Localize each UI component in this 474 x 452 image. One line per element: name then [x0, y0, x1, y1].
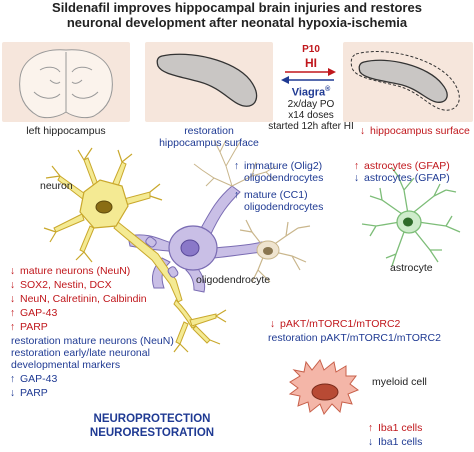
myeloid-cell-icon [288, 359, 360, 415]
neuron-restoration: restoration mature neurons (NeuN) restor… [8, 335, 174, 371]
hippocampus-surface-text: hippocampus surface [370, 125, 470, 137]
neuron-markers: ↓ mature neurons (NeuN) ↓ SOX2, Nestin, … [8, 265, 174, 399]
title-line-2: neuronal development after neonatal hypo… [66, 15, 408, 30]
down-arrow-icon: ↓ [353, 172, 360, 184]
dose-line-2: x14 doses [288, 110, 334, 121]
down-arrow-icon: ↓ [359, 125, 366, 137]
glial-process-icon [193, 139, 277, 187]
myeloid-cell-label: myeloid cell [372, 376, 427, 388]
down-arrow-icon: ↓ [9, 387, 16, 399]
p10-label: P10 [302, 44, 320, 55]
oligodendrocyte-mature-icon [239, 219, 311, 283]
neuron-restoration-line-1: restoration mature neurons (NeuN) [11, 335, 174, 347]
treatment-arrow [281, 76, 334, 84]
hippocampus-injured-shape [358, 59, 448, 103]
iba1-markers: ↑ Iba1 cells ↓ Iba1 cells [366, 422, 422, 448]
hippocampus-original-outline [350, 51, 460, 111]
neuron-marker-2-text: SOX2, Nestin, DCX [20, 279, 112, 291]
neuron-marker-restore-gap43: ↑ GAP-43 [8, 373, 174, 385]
down-arrow-icon: ↓ [9, 279, 16, 291]
hi-arrow [285, 68, 336, 76]
neuron-marker-2: ↓ SOX2, Nestin, DCX [8, 279, 174, 291]
pakt-markers: ↓ pAKT/mTORC1/mTORC2 restoration pAKT/mT… [268, 318, 441, 344]
coronal-brain-icon [19, 49, 113, 119]
hi-label: HI [305, 56, 317, 70]
left-hippocampus-caption: left hippocampus [26, 125, 106, 137]
astro-marker-decrease: ↓ astrocytes (GFAP) [352, 172, 450, 184]
iba1-decrease: ↓ Iba1 cells [366, 436, 422, 448]
pakt-decrease: ↓ pAKT/mTORC1/mTORC2 [268, 318, 441, 330]
astro-increase-text: astrocytes (GFAP) [364, 160, 450, 172]
oligo-markers: ↑ immature (Olig2) oligodendrocytes ↑ ma… [232, 160, 324, 213]
neuron-marker-3: ↓ NeuN, Calretinin, Calbindin [8, 293, 174, 305]
restoration-caption-line-2: hippocampus surface [159, 137, 259, 149]
viagra-registered: ® [325, 86, 331, 93]
down-arrow-icon: ↓ [269, 318, 276, 330]
pakt-restoration-text: restoration pAKT/mTORC1/mTORC2 [268, 332, 441, 344]
down-arrow-icon: ↓ [9, 265, 16, 277]
astro-marker-increase: ↑ astrocytes (GFAP) [352, 160, 450, 172]
astrocyte-label: astrocyte [390, 262, 433, 274]
hippocampus-surface-decrease: ↓ hippocampus surface [358, 125, 470, 137]
myelin-sheath-icon [145, 236, 179, 278]
neuron-marker-4: ↑ GAP-43 [8, 307, 174, 319]
neuroprotection-text: NEUROPROTECTION [93, 413, 211, 425]
down-arrow-icon: ↓ [9, 293, 16, 305]
neuron-marker-1-text: mature neurons (NeuN) [20, 265, 131, 277]
iba1-decrease-text: Iba1 cells [378, 436, 423, 448]
up-arrow-icon: ↑ [233, 189, 240, 201]
up-arrow-icon: ↑ [353, 160, 360, 172]
neuron-marker-3-text: NeuN, Calretinin, Calbindin [20, 293, 147, 305]
restoration-caption-line-1: restoration [184, 125, 234, 137]
astrocyte-icon [361, 167, 461, 267]
oligo-mature-line-2: oligodendrocytes [244, 201, 324, 213]
neuron-marker-5-text: PARP [20, 321, 48, 333]
down-arrow-icon: ↓ [367, 436, 374, 448]
up-arrow-icon: ↑ [9, 321, 16, 333]
neuron-label: neuron [40, 180, 73, 192]
oligo-marker-mature: ↑ mature (CC1) oligodendrocytes [232, 189, 324, 213]
neuron-restoration-line-3: developmental markers [11, 359, 121, 371]
up-arrow-icon: ↑ [9, 307, 16, 319]
dose-line-3: started 12h after HI [268, 121, 354, 132]
iba1-increase: ↑ Iba1 cells [366, 422, 422, 434]
astro-markers: ↑ astrocytes (GFAP) ↓ astrocytes (GFAP) [352, 160, 450, 184]
hippocampus-restored-shape [156, 53, 258, 107]
oligodendrocyte-icon [127, 185, 263, 293]
viagra-label: Viagra® [276, 86, 346, 99]
oligodendrocyte-label: oligodendrocyte [196, 274, 271, 286]
restoration-caption: restoration hippocampus surface [140, 125, 278, 149]
neuron-marker-restore-parp: ↓ PARP [8, 387, 174, 399]
viagra-name: Viagra [291, 86, 326, 99]
neuron-marker-5: ↑ PARP [8, 321, 174, 333]
pakt-decrease-text: pAKT/mTORC1/mTORC2 [280, 318, 401, 330]
up-arrow-icon: ↑ [9, 373, 16, 385]
neuron-restore-parp-text: PARP [20, 387, 48, 399]
neuron-restore-gap43-text: GAP-43 [20, 373, 58, 385]
neurorestoration-text: NEURORESTORATION [89, 427, 215, 439]
neuron-marker-4-text: GAP-43 [20, 307, 58, 319]
iba1-increase-text: Iba1 cells [378, 422, 423, 434]
dosing-info: 2x/day PO x14 doses started 12h after HI [268, 99, 354, 132]
figure-title: Sildenafil improves hippocampal brain in… [0, 0, 474, 30]
neuron-restoration-line-2: restoration early/late neuronal [11, 347, 150, 359]
conclusion-banner: NEUROPROTECTION NEURORESTORATION [72, 412, 232, 440]
oligo-mature-line-1: mature (CC1) [244, 189, 308, 201]
up-arrow-icon: ↑ [233, 160, 240, 172]
title-line-1: Sildenafil improves hippocampal brain in… [52, 0, 422, 15]
neuron-icon [43, 147, 227, 353]
up-arrow-icon: ↑ [367, 422, 374, 434]
oligo-marker-immature: ↑ immature (Olig2) oligodendrocytes [232, 160, 324, 184]
astro-decrease-text: astrocytes (GFAP) [364, 172, 450, 184]
oligo-immature-line-2: oligodendrocytes [244, 172, 324, 184]
neuron-marker-1: ↓ mature neurons (NeuN) [8, 265, 174, 277]
dose-line-1: 2x/day PO [287, 99, 335, 110]
oligo-immature-line-1: immature (Olig2) [244, 160, 323, 172]
